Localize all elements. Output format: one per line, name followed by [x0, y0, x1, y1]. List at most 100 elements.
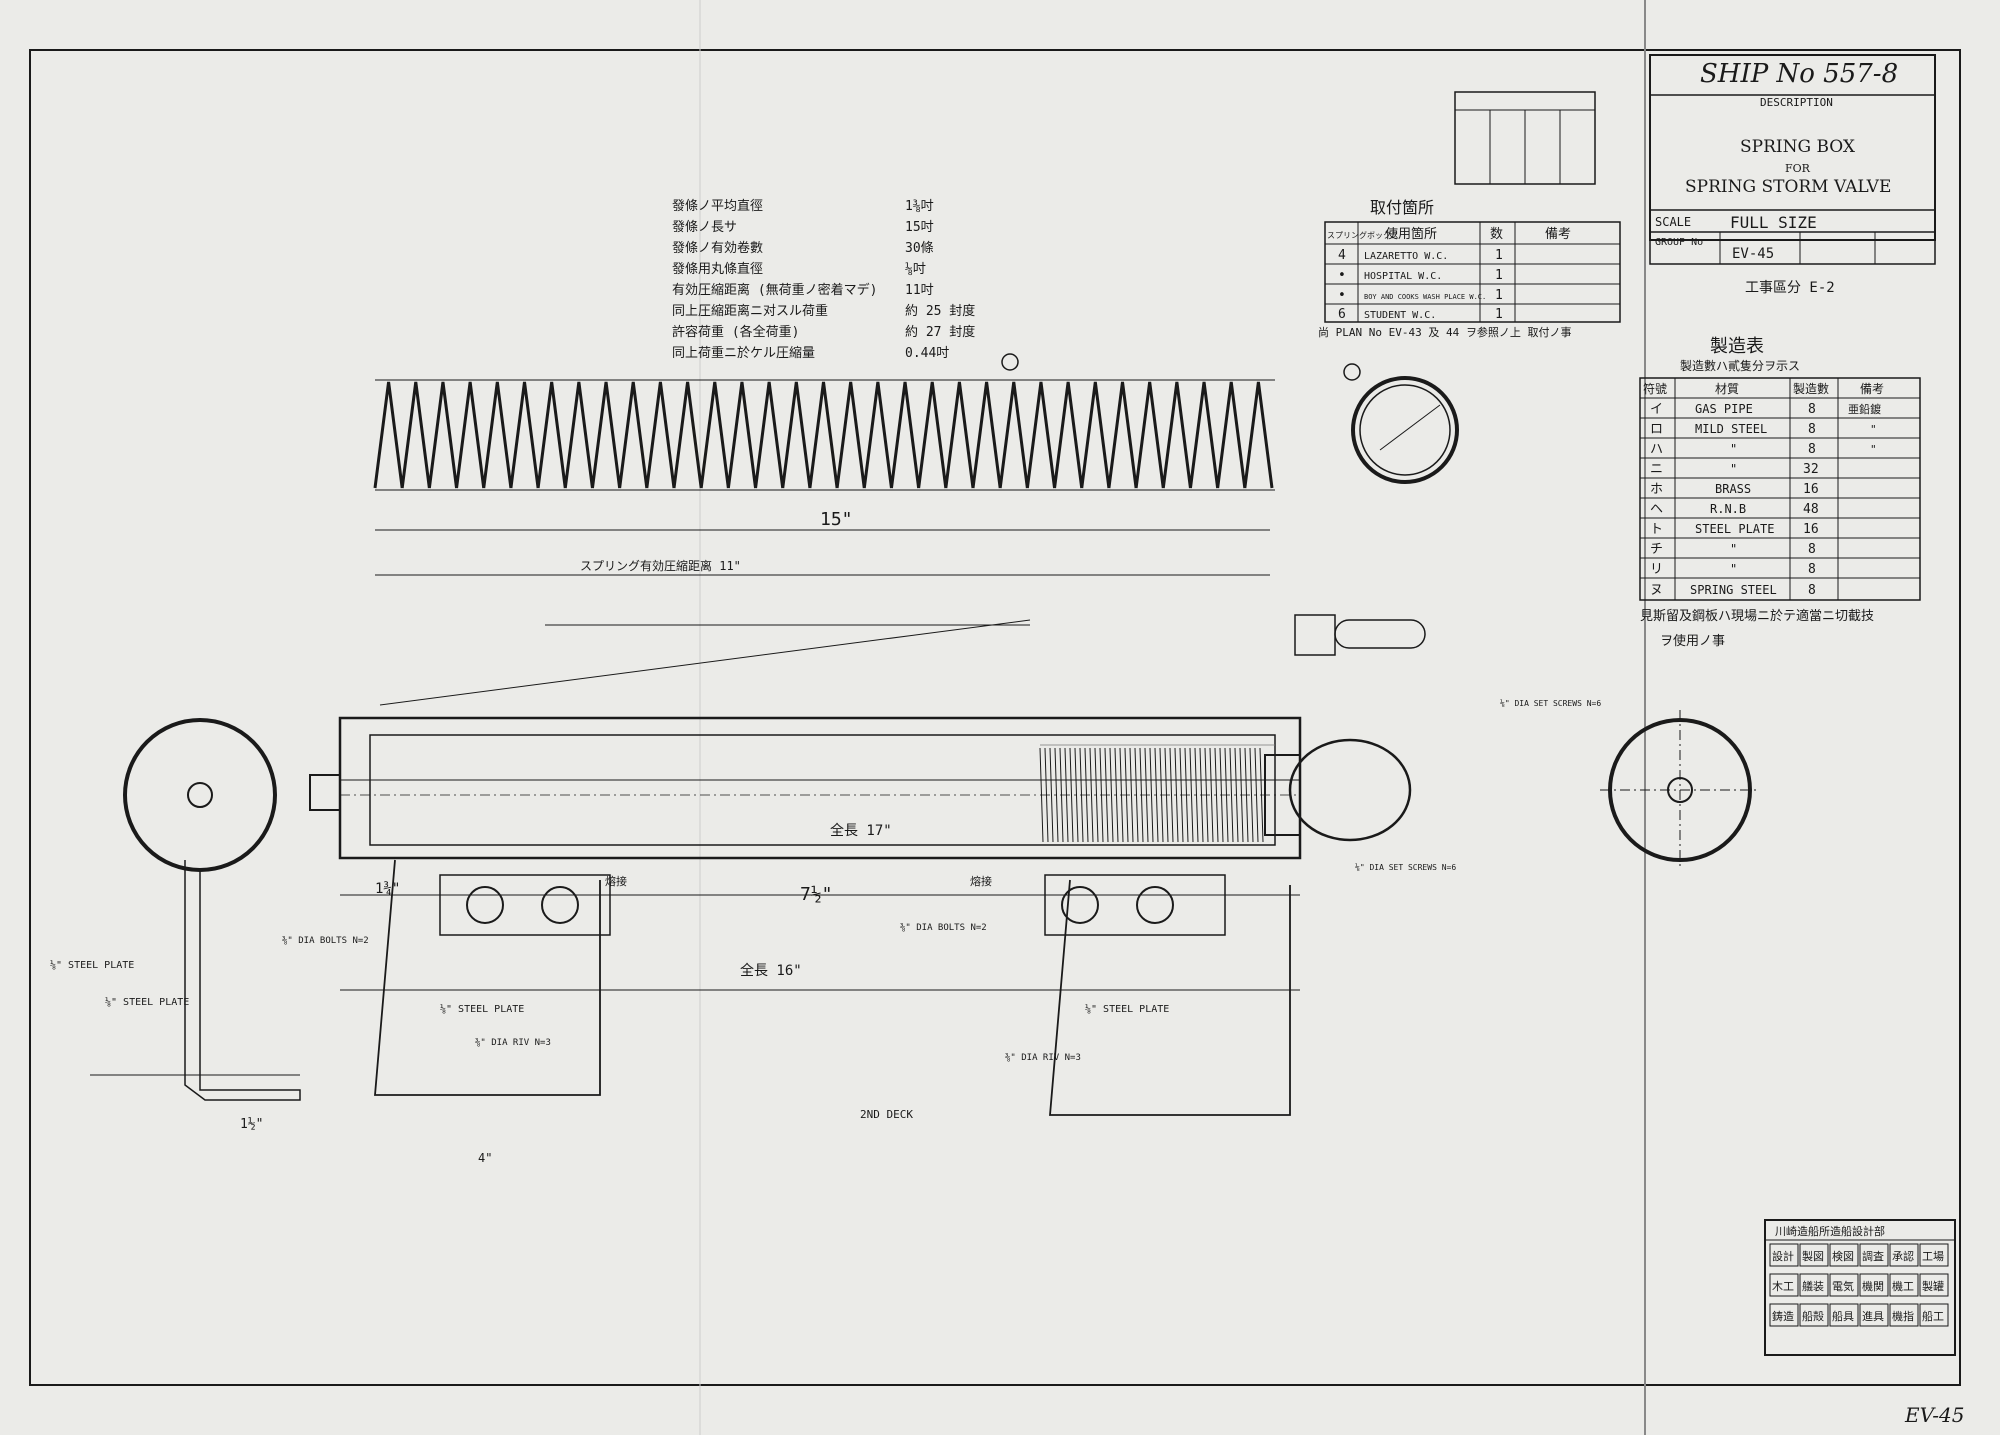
materials-title: 製造表: [1710, 336, 1764, 357]
locations-title: 取付箇所: [1370, 198, 1434, 217]
scale-value: FULL SIZE: [1730, 213, 1817, 232]
drawing-number: EV-45: [1732, 246, 1774, 262]
spec-label: 發條ノ平均直徑: [672, 199, 763, 214]
stamp-cell: [1799, 1273, 1829, 1297]
col-header: 数: [1490, 227, 1503, 242]
table-cell: 8: [1808, 542, 1816, 557]
table-cell: ト: [1650, 522, 1663, 537]
table-cell: ": [1870, 423, 1877, 436]
table-cell: 1: [1495, 268, 1503, 283]
label-steel-plate: ⅛" STEEL PLATE: [50, 959, 134, 971]
table-cell: HOSPITAL W.C.: [1364, 271, 1442, 282]
table-cell: ヘ: [1650, 502, 1663, 517]
right-end-view: [1600, 710, 1760, 870]
table-cell: 1: [1495, 307, 1503, 322]
stamp-cell-label: 製図: [1802, 1249, 1824, 1263]
col-header: 備考: [1860, 381, 1884, 396]
stamp-cell-label: 電気: [1832, 1279, 1854, 1293]
table-cell: ": [1870, 443, 1877, 456]
stamp-cell-label: 機工: [1892, 1279, 1914, 1293]
locations-table: 取付箇所 スプリングボックス 使用箇所 数 備考 4 LAZARETTO W.C…: [1318, 198, 1621, 339]
label-bolts: ⅜" DIA BOLTS N=2: [282, 936, 369, 946]
stamp-cell: [1889, 1303, 1919, 1327]
spec-value: 30條: [905, 241, 934, 256]
spring-box-section: [309, 614, 1426, 1116]
stamp-cell: [1829, 1303, 1859, 1327]
stamp-cell: [1859, 1243, 1889, 1267]
dim-one-half: 1½": [240, 1117, 263, 1132]
stamp-cell-label: 進具: [1862, 1310, 1884, 1323]
spec-value: 約 27 封度: [905, 324, 975, 340]
stamp-cell-label: 製罐: [1922, 1279, 1944, 1293]
title-line-2: FOR: [1785, 162, 1811, 175]
stamp-cell-label: 鋳造: [1772, 1309, 1794, 1323]
stamp-cell: [1799, 1303, 1829, 1327]
dim-effective: スプリング有効圧縮距离 11": [580, 558, 741, 573]
drawing-border: [29, 49, 1961, 1386]
label-steel-plate: ⅛" STEEL PLATE: [440, 1003, 524, 1015]
stamp-cell-label: 船殻: [1802, 1309, 1824, 1323]
materials-subtitle: 製造數ハ貳隻分ヲ示ス: [1680, 358, 1800, 373]
col-header: 使用箇所: [1385, 226, 1437, 242]
spec-label: 許容荷重 (各全荷重): [672, 324, 799, 340]
table-cell: ": [1730, 562, 1737, 576]
table-cell: 48: [1803, 502, 1819, 517]
stamp-cell: [1829, 1243, 1859, 1267]
dim-overall-16: 全長 16": [740, 962, 802, 979]
table-cell: •: [1338, 288, 1346, 303]
stamp-title: 川崎造船所造船設計部: [1775, 1224, 1885, 1238]
label-weld: 熔接: [970, 874, 992, 888]
label-set-screws: ⅛" DIA SET SCREWS N=6: [1355, 863, 1456, 872]
stamp-cell-label: 機指: [1892, 1309, 1914, 1323]
part-marker: [1343, 363, 1361, 381]
spring-coil: [373, 381, 1274, 489]
scale-label: SCALE: [1655, 215, 1691, 229]
title-line-3: SPRING STORM VALVE: [1685, 177, 1891, 197]
table-cell: ホ: [1650, 482, 1663, 497]
label-steel-plate: ⅛" STEEL PLATE: [1085, 1003, 1169, 1015]
table-cell: BOY AND COOKS WASH PLACE W.C.: [1364, 293, 1486, 301]
spec-label: 發條ノ長サ: [672, 220, 737, 235]
stamp-cell-label: 検図: [1832, 1249, 1854, 1263]
spring-end-view: [1351, 376, 1459, 484]
stamp-cell-label: 木工: [1772, 1280, 1794, 1293]
coil-spring-view: [373, 353, 1459, 491]
table-cell: STEEL PLATE: [1695, 522, 1774, 536]
table-cell: STUDENT W.C.: [1364, 310, 1436, 321]
title-block: SHIP No 557-8 DESCRIPTION SPRING BOX FOR…: [1649, 54, 1936, 296]
table-cell: ": [1730, 462, 1737, 476]
table-cell: MILD STEEL: [1695, 422, 1767, 436]
stamp-cell: [1919, 1303, 1949, 1327]
stamp-cell: [1859, 1273, 1889, 1297]
spec-value: 11吋: [905, 283, 934, 298]
label-bolts: ⅜" DIA BOLTS N=2: [900, 923, 987, 933]
spec-label: 發條ノ有効卷數: [672, 240, 763, 256]
annotations: ⅛" STEEL PLATE ⅛" STEEL PLATE ⅛" STEEL P…: [50, 699, 1601, 1165]
table-cell: •: [1338, 268, 1346, 283]
table-cell: R.N.B: [1710, 502, 1746, 516]
part-marker: [1001, 353, 1019, 371]
spec-value: 15吋: [905, 220, 934, 235]
table-cell: LAZARETTO W.C.: [1364, 251, 1448, 262]
stamp-cell: [1769, 1303, 1799, 1327]
table-cell: 1: [1495, 288, 1503, 303]
spec-label: 有効圧縮距离 (無荷重ノ密着マデ): [672, 282, 877, 298]
table-cell: ロ: [1650, 422, 1663, 437]
stamp-cell: [1829, 1273, 1859, 1297]
table-cell: 1: [1495, 248, 1503, 263]
table-cell: 8: [1808, 562, 1816, 577]
materials-note: ヲ使用ノ事: [1660, 633, 1725, 649]
dim-spring-length: 15": [820, 509, 853, 530]
dim-overall-17: 全長 17": [830, 822, 892, 839]
ship-number: SHIP No 557-8: [1700, 59, 1898, 89]
stamp-cell: [1769, 1243, 1799, 1267]
spec-value: ⅛吋: [905, 262, 926, 277]
table-cell: 8: [1808, 583, 1816, 598]
table-cell: イ: [1650, 402, 1663, 417]
stamp-cell-label: 艤装: [1802, 1279, 1824, 1293]
table-cell: 8: [1808, 442, 1816, 457]
col-header: 製造數: [1793, 382, 1829, 396]
stamp-cell: [1919, 1273, 1949, 1297]
dim-three-quarter: 1¾": [375, 881, 400, 897]
dimensions: 15" スプリング有効圧縮距离 11" 全長 17" 7½" 全長 16" 1¾…: [240, 509, 1300, 1132]
